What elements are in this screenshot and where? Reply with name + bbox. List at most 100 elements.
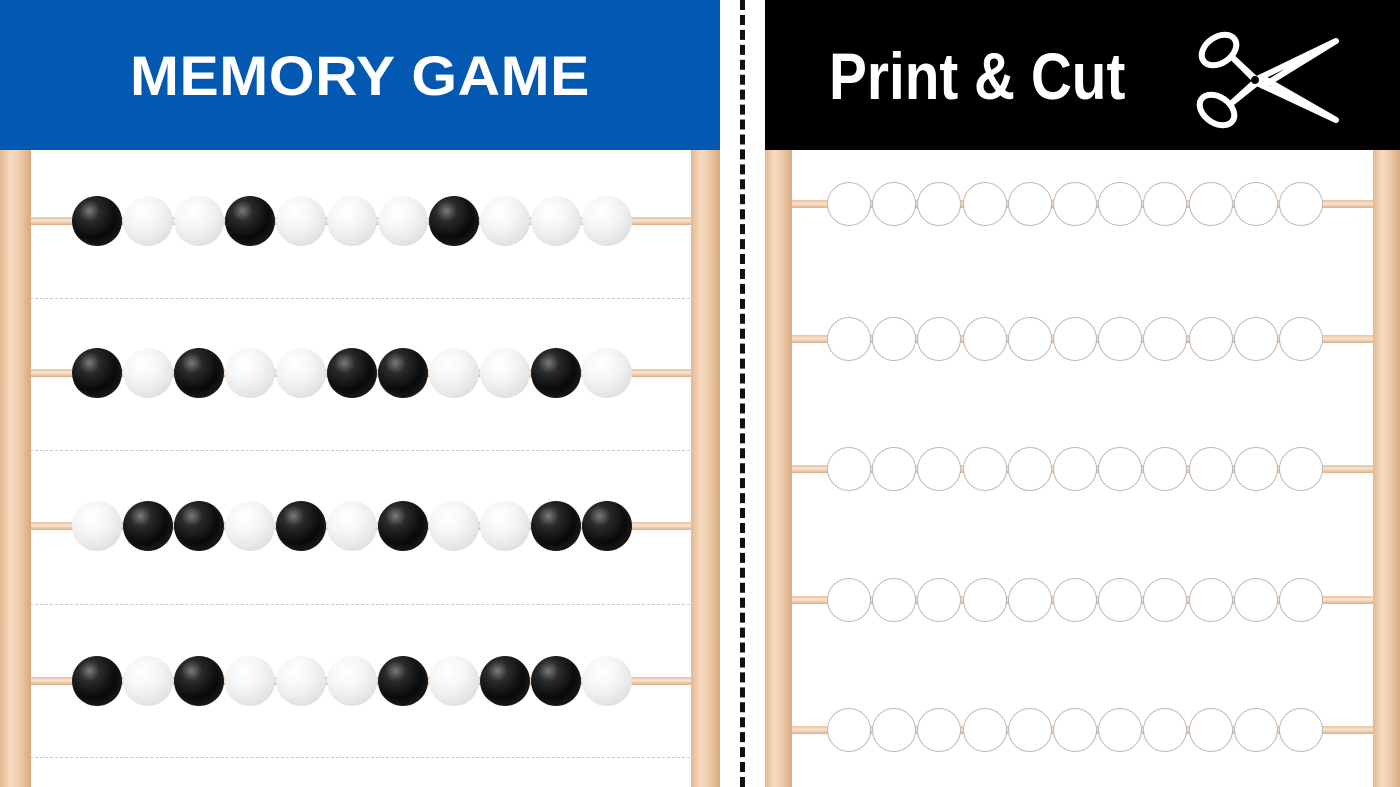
blank-bead-outline	[917, 317, 962, 361]
black-bead	[123, 501, 173, 551]
blank-bead-outline	[917, 578, 962, 622]
abacus-post-left	[765, 150, 792, 787]
black-bead	[429, 196, 479, 246]
blank-bead-outline	[1053, 317, 1097, 361]
white-bead	[429, 501, 479, 551]
blank-bead-outline	[827, 182, 871, 226]
blank-bead-outline	[1233, 708, 1278, 752]
white-bead	[225, 348, 275, 398]
blank-bead-outline	[827, 708, 871, 752]
blank-bead-outline	[1233, 578, 1278, 622]
blank-bead-outline	[1279, 317, 1323, 361]
black-bead	[174, 501, 224, 551]
scissors-icon	[1196, 31, 1339, 129]
white-bead	[480, 501, 530, 551]
memory-game-panel: MEMORY GAME	[0, 0, 720, 787]
blank-bead-outline	[1053, 182, 1097, 226]
white-bead	[123, 196, 173, 246]
print-cut-panel: Print & Cut	[765, 0, 1400, 787]
blank-bead-outline	[1143, 578, 1188, 622]
blank-bead-outline	[962, 708, 1007, 752]
white-bead	[480, 348, 530, 398]
blank-bead-outline	[1053, 447, 1097, 491]
row-separator	[0, 757, 720, 758]
blank-bead-outline	[917, 708, 962, 752]
memory-game-header: MEMORY GAME	[0, 0, 720, 150]
blank-bead-outline	[1143, 182, 1188, 226]
blank-bead-outline	[1143, 447, 1188, 491]
blank-bead-outline	[917, 447, 962, 491]
black-bead	[378, 501, 428, 551]
black-bead	[276, 501, 326, 551]
black-bead	[72, 348, 122, 398]
white-bead	[327, 656, 377, 706]
black-bead	[378, 656, 428, 706]
blank-bead-outline	[1143, 708, 1188, 752]
white-bead	[327, 196, 377, 246]
blank-bead-outline	[1098, 182, 1143, 226]
blank-bead-outline	[872, 708, 917, 752]
abacus-post-right	[691, 150, 720, 787]
white-bead	[378, 196, 428, 246]
white-bead	[429, 348, 479, 398]
black-bead	[174, 656, 224, 706]
blank-bead-outline	[1007, 317, 1052, 361]
black-bead	[225, 196, 275, 246]
white-bead	[276, 656, 326, 706]
blank-bead-outline	[917, 182, 962, 226]
blank-bead-outline	[962, 182, 1007, 226]
blank-bead-outline	[872, 447, 917, 491]
row-separator	[0, 450, 720, 451]
blank-bead-outline	[1188, 578, 1233, 622]
white-bead	[429, 656, 479, 706]
blank-bead-outline	[962, 578, 1007, 622]
white-bead	[225, 656, 275, 706]
blank-bead-outline	[1098, 708, 1143, 752]
row-separator	[0, 298, 720, 299]
white-bead	[225, 501, 275, 551]
blank-bead-outline	[1233, 317, 1278, 361]
blank-bead-outline	[1007, 182, 1052, 226]
white-bead	[123, 656, 173, 706]
blank-bead-outline	[1053, 708, 1097, 752]
blank-bead-outline	[872, 578, 917, 622]
memory-game-title: MEMORY GAME	[130, 43, 590, 107]
black-bead	[531, 348, 581, 398]
black-bead	[327, 348, 377, 398]
blank-bead-outline	[872, 317, 917, 361]
white-bead	[276, 348, 326, 398]
blank-bead-outline	[962, 317, 1007, 361]
blank-bead-outline	[1279, 708, 1323, 752]
blank-bead-outline	[1053, 578, 1097, 622]
black-bead	[378, 348, 428, 398]
black-bead	[582, 501, 632, 551]
blank-bead-outline	[1188, 317, 1233, 361]
white-bead	[276, 196, 326, 246]
abacus-post-right	[1373, 150, 1400, 787]
black-bead	[72, 656, 122, 706]
cut-line-divider	[740, 0, 745, 787]
white-bead	[582, 348, 632, 398]
blank-bead-outline	[1188, 182, 1233, 226]
print-cut-title: Print & Cut	[829, 39, 1126, 113]
blank-bead-outline	[962, 447, 1007, 491]
blank-bead-outline	[1188, 708, 1233, 752]
white-bead	[582, 656, 632, 706]
abacus-post-left	[0, 150, 31, 787]
blank-bead-outline	[1098, 447, 1143, 491]
blank-bead-outline	[827, 447, 871, 491]
black-bead	[72, 196, 122, 246]
blank-bead-outline	[1279, 182, 1323, 226]
white-bead	[327, 501, 377, 551]
blank-bead-outline	[1233, 447, 1278, 491]
black-bead	[480, 656, 530, 706]
blank-bead-outline	[1188, 447, 1233, 491]
blank-bead-outline	[1098, 578, 1143, 622]
white-bead	[582, 196, 632, 246]
print-cut-header: Print & Cut	[765, 0, 1400, 150]
white-bead	[123, 348, 173, 398]
blank-bead-outline	[1007, 708, 1052, 752]
white-bead	[72, 501, 122, 551]
blank-bead-outline	[872, 182, 917, 226]
blank-bead-outline	[1007, 578, 1052, 622]
